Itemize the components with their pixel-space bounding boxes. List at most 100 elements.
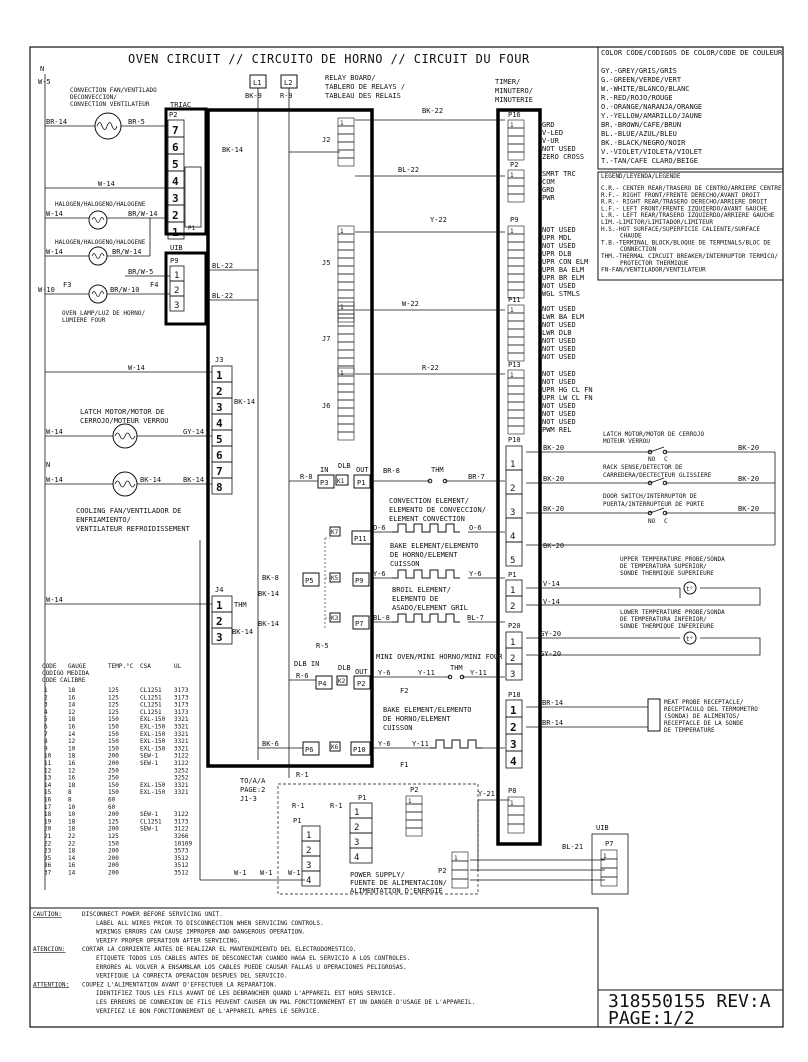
- uib-pin-number: 1: [174, 271, 179, 281]
- conv-fan-label: CONVECTION FAN/VENTILADO: [70, 87, 157, 94]
- gauge-cell: 3321: [174, 745, 189, 752]
- gauge-cell: 150: [108, 731, 119, 738]
- rack-switch-icon: [649, 477, 665, 484]
- gauge-cell: EXL-150: [140, 724, 166, 731]
- bake-element-label-es: DE HORNO/ELEMENT: [390, 551, 458, 559]
- gauge-cell: 3266: [174, 833, 189, 840]
- p16-pin: [507, 151, 525, 161]
- timer-p11-pin-label: NOT USED: [542, 305, 576, 313]
- gauge-cell: 14: [68, 870, 76, 877]
- ps-p2-pin: [405, 827, 423, 837]
- wire-bk20-4: BK-20: [543, 542, 564, 550]
- wire-bk20-3r: BK-20: [738, 505, 759, 513]
- oven-lamp-label-fr: LUMIERE FOUR: [62, 317, 106, 324]
- timer-p9-pin-label: UPR CON ELM: [542, 258, 588, 266]
- p9-relay-connector: [352, 572, 370, 587]
- j6-label: J6: [322, 402, 330, 410]
- p7-relay-label: P7: [355, 620, 363, 628]
- relay-board-label-es: TABLERO DE RELAYS /: [325, 83, 405, 91]
- wire-y11-mini2: Y-11: [470, 669, 487, 677]
- p7-relay-connector: [352, 615, 370, 630]
- timer-p9-pin-label: UPR BR ELM: [542, 274, 584, 282]
- p9-timer-pin: [507, 289, 525, 299]
- p11-timer-label: P11: [508, 296, 521, 304]
- thm-label-2: THM: [450, 664, 463, 672]
- j4-label: J4: [215, 586, 223, 594]
- wire-brw14-halo1: BR/W-14: [128, 210, 158, 218]
- j3-pin-number: 1: [216, 369, 223, 382]
- wire-br7-label: BR-7: [468, 473, 485, 481]
- caution-line: COUPEZ L'ALIMENTATION AVANT D'EFFECTUER …: [82, 981, 277, 988]
- wire-bl22-relay: BL-22: [398, 166, 419, 174]
- legend-item: L.R.- LEFT REAR/TRASERO IZQUIERDO/ARRIER…: [601, 212, 775, 219]
- neutral-label-2: N: [46, 461, 50, 469]
- legend-item: CHAUDE: [620, 233, 642, 240]
- diagram-title: OVEN CIRCUIT // CIRCUITO DE HORNO // CIR…: [128, 52, 530, 66]
- gauge-cell: 23: [44, 848, 52, 855]
- relay-board-label-fr: TABLEAU DES RELAIS: [325, 92, 401, 100]
- rack-sense-label: RACK SENSE/DETECTOR DE: [603, 464, 683, 471]
- wire-bk14-cool2: BK-14: [183, 476, 204, 484]
- ps-p2b-pin-first: 1: [454, 855, 458, 862]
- ps-p1b-pin-number: 2: [354, 823, 359, 833]
- wire-br14-label: BR-14: [46, 118, 67, 126]
- meat-probe-label: DE TEMPERATURE: [664, 727, 715, 734]
- ps-p1b-pin-number: 3: [354, 838, 359, 848]
- gauge-cell: 200: [108, 848, 119, 855]
- wire-gy20-1: GY-20: [540, 630, 561, 638]
- gauge-cell: 3321: [174, 789, 189, 796]
- wire-y21-label: Y-21: [478, 790, 495, 798]
- p11-relay-connector: [351, 530, 372, 545]
- timer-p9-pin-label: NOT USED: [542, 242, 576, 250]
- gauge-cell: 3173: [174, 709, 189, 716]
- halogen-2-label: HALOGEN/HALOGENO/HALOGENE: [55, 239, 146, 246]
- gauge-cell: 22: [44, 840, 52, 847]
- timer-p13-pin-label: NOT USED: [542, 378, 576, 386]
- k5-relay: [329, 572, 341, 583]
- gauge-header: GAUGE: [68, 663, 86, 670]
- timer-p16-pin-label: NOT USED: [542, 145, 576, 153]
- gauge-cell: 19: [44, 818, 52, 825]
- gauge-cell: 150: [108, 745, 119, 752]
- k7-relay: [329, 526, 341, 537]
- p10-relay-connector: [350, 741, 371, 756]
- gauge-cell: 4: [44, 709, 48, 716]
- k2-relay: [336, 675, 348, 686]
- k7-label: K7: [331, 529, 339, 536]
- p20-pin-number: 3: [510, 670, 515, 680]
- j4-pin-number: 1: [216, 599, 223, 612]
- ps-p1b-pin-number: 1: [354, 808, 359, 818]
- j2-pin-first: 1: [340, 120, 344, 127]
- uib-label-left: UIB: [170, 244, 183, 252]
- timer-p11-pin-label: NOT USED: [542, 353, 576, 361]
- wire-y22-label: Y-22: [430, 216, 447, 224]
- gauge-cell: 16: [68, 724, 76, 731]
- color-code-item: G.-GREEN/VERDE/VERT: [601, 76, 682, 84]
- timer-p11-pin-label: NOT USED: [542, 337, 576, 345]
- p11-timer-pin: [507, 352, 525, 362]
- conv-element-label-fr: ELEMENT CONVECTION: [389, 515, 465, 523]
- caution-line: IDENTIFIEZ TOUS LES FILS AVANT DE LES DE…: [96, 990, 396, 997]
- wire-bk14-relay: BK-14: [222, 146, 243, 154]
- legend-item: R.R.- RIGHT REAR/TRASERO DERECHO/ARRIERE…: [601, 199, 768, 206]
- gauge-cell: 3173: [174, 694, 189, 701]
- p5-label: P5: [305, 577, 313, 585]
- gauge-cell: 17: [44, 804, 52, 811]
- wire-w14-latch: W-14: [46, 428, 63, 436]
- k1-relay: [335, 474, 349, 486]
- gauge-cell: 20: [44, 826, 52, 833]
- gauge-cell: SEW-1: [140, 753, 158, 760]
- wire-bk22-label: BK-22: [422, 107, 443, 115]
- lower-probe-label-es: DE TEMPERATURA INFERIOR/: [620, 616, 707, 623]
- timer-p2-pin-label: COM: [542, 178, 555, 186]
- timer-label-fr: MINUTERIE: [495, 96, 533, 104]
- timer-p13-pin-label: PWM REL: [542, 426, 572, 434]
- conv-element-label: CONVECTION ELEMENT/: [389, 497, 469, 505]
- color-code-item: GY.-GREY/GRIS/GRIS: [601, 67, 677, 75]
- door-switch-label: DOOR SWITCH/INTERRUPTOR DE: [603, 493, 697, 500]
- legend-item: LIM.-LIMITOR/LIMITADOR/LIMITEUR: [601, 219, 713, 226]
- caution-heading: ATTENTION:: [33, 981, 69, 988]
- meat-probe-label: MEAT PROBE RECEPTACLE/: [664, 699, 744, 706]
- latch-motor-label: LATCH MOTOR/MOTOR DE: [80, 408, 164, 416]
- timer-p11-pin-label: LWR DLB: [542, 329, 572, 337]
